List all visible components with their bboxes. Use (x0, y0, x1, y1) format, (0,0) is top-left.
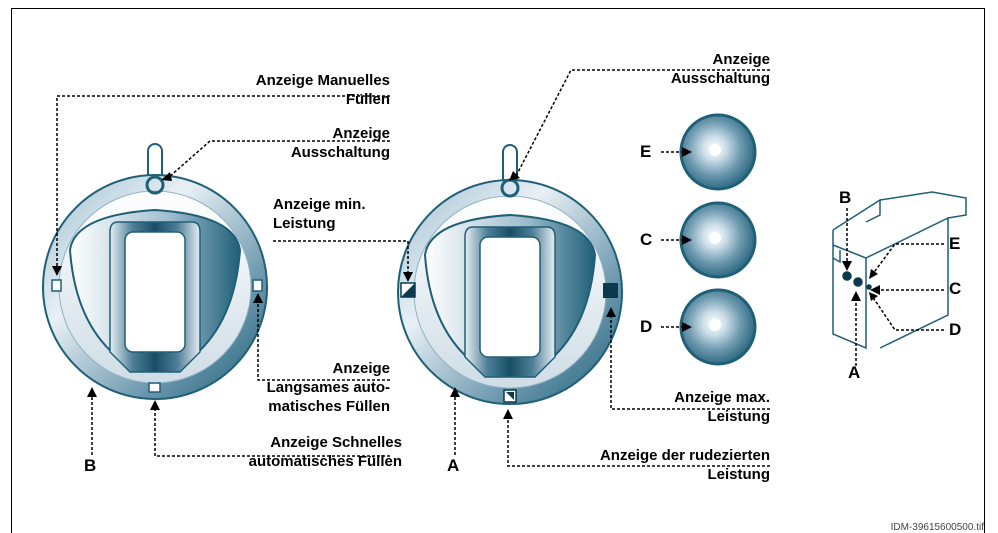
knob-d (679, 288, 757, 366)
label-fast-auto-fill-indicator: Anzeige Schnelles automatisches Füllen (248, 434, 402, 470)
label-mid-dial-letter: A (447, 456, 460, 475)
label-slow-auto-fill-indicator: Anzeige Langsames auto- matisches Füllen (266, 360, 390, 415)
label-knob-d: D (640, 317, 653, 336)
label-left-dial-letter: B (84, 456, 97, 475)
label-panel-a: A (848, 363, 861, 382)
label-panel-d: D (949, 320, 962, 339)
label-min-power-indicator: Anzeige min. Leistung (273, 196, 366, 232)
label-knob-c: C (640, 230, 653, 249)
leader-lines (56, 69, 944, 467)
figure-frame (11, 8, 985, 533)
label-panel-b: B (839, 188, 852, 207)
label-left-shutoff-indicator: Anzeige Ausschaltung (290, 125, 390, 161)
left-selector-dial (42, 143, 268, 400)
label-max-power-indicator: Anzeige max. Leistung (674, 389, 770, 425)
label-mid-shutoff-indicator: Anzeige Ausschaltung (670, 51, 770, 87)
control-panel-box (832, 191, 967, 350)
knob-e (679, 113, 757, 191)
middle-selector-dial (397, 144, 623, 405)
image-code: IDM-39615600500.tif (890, 522, 984, 533)
label-manual-fill-indicator: Anzeige Manuelles Füllen (255, 72, 390, 108)
label-panel-c: C (949, 279, 962, 298)
leader-arrowheads (52, 147, 880, 419)
label-reduced-power-indicator: Anzeige der rudezierten Leistung (599, 447, 770, 483)
label-panel-e: E (949, 234, 961, 253)
knob-c (679, 201, 757, 279)
label-knob-e: E (640, 142, 652, 161)
